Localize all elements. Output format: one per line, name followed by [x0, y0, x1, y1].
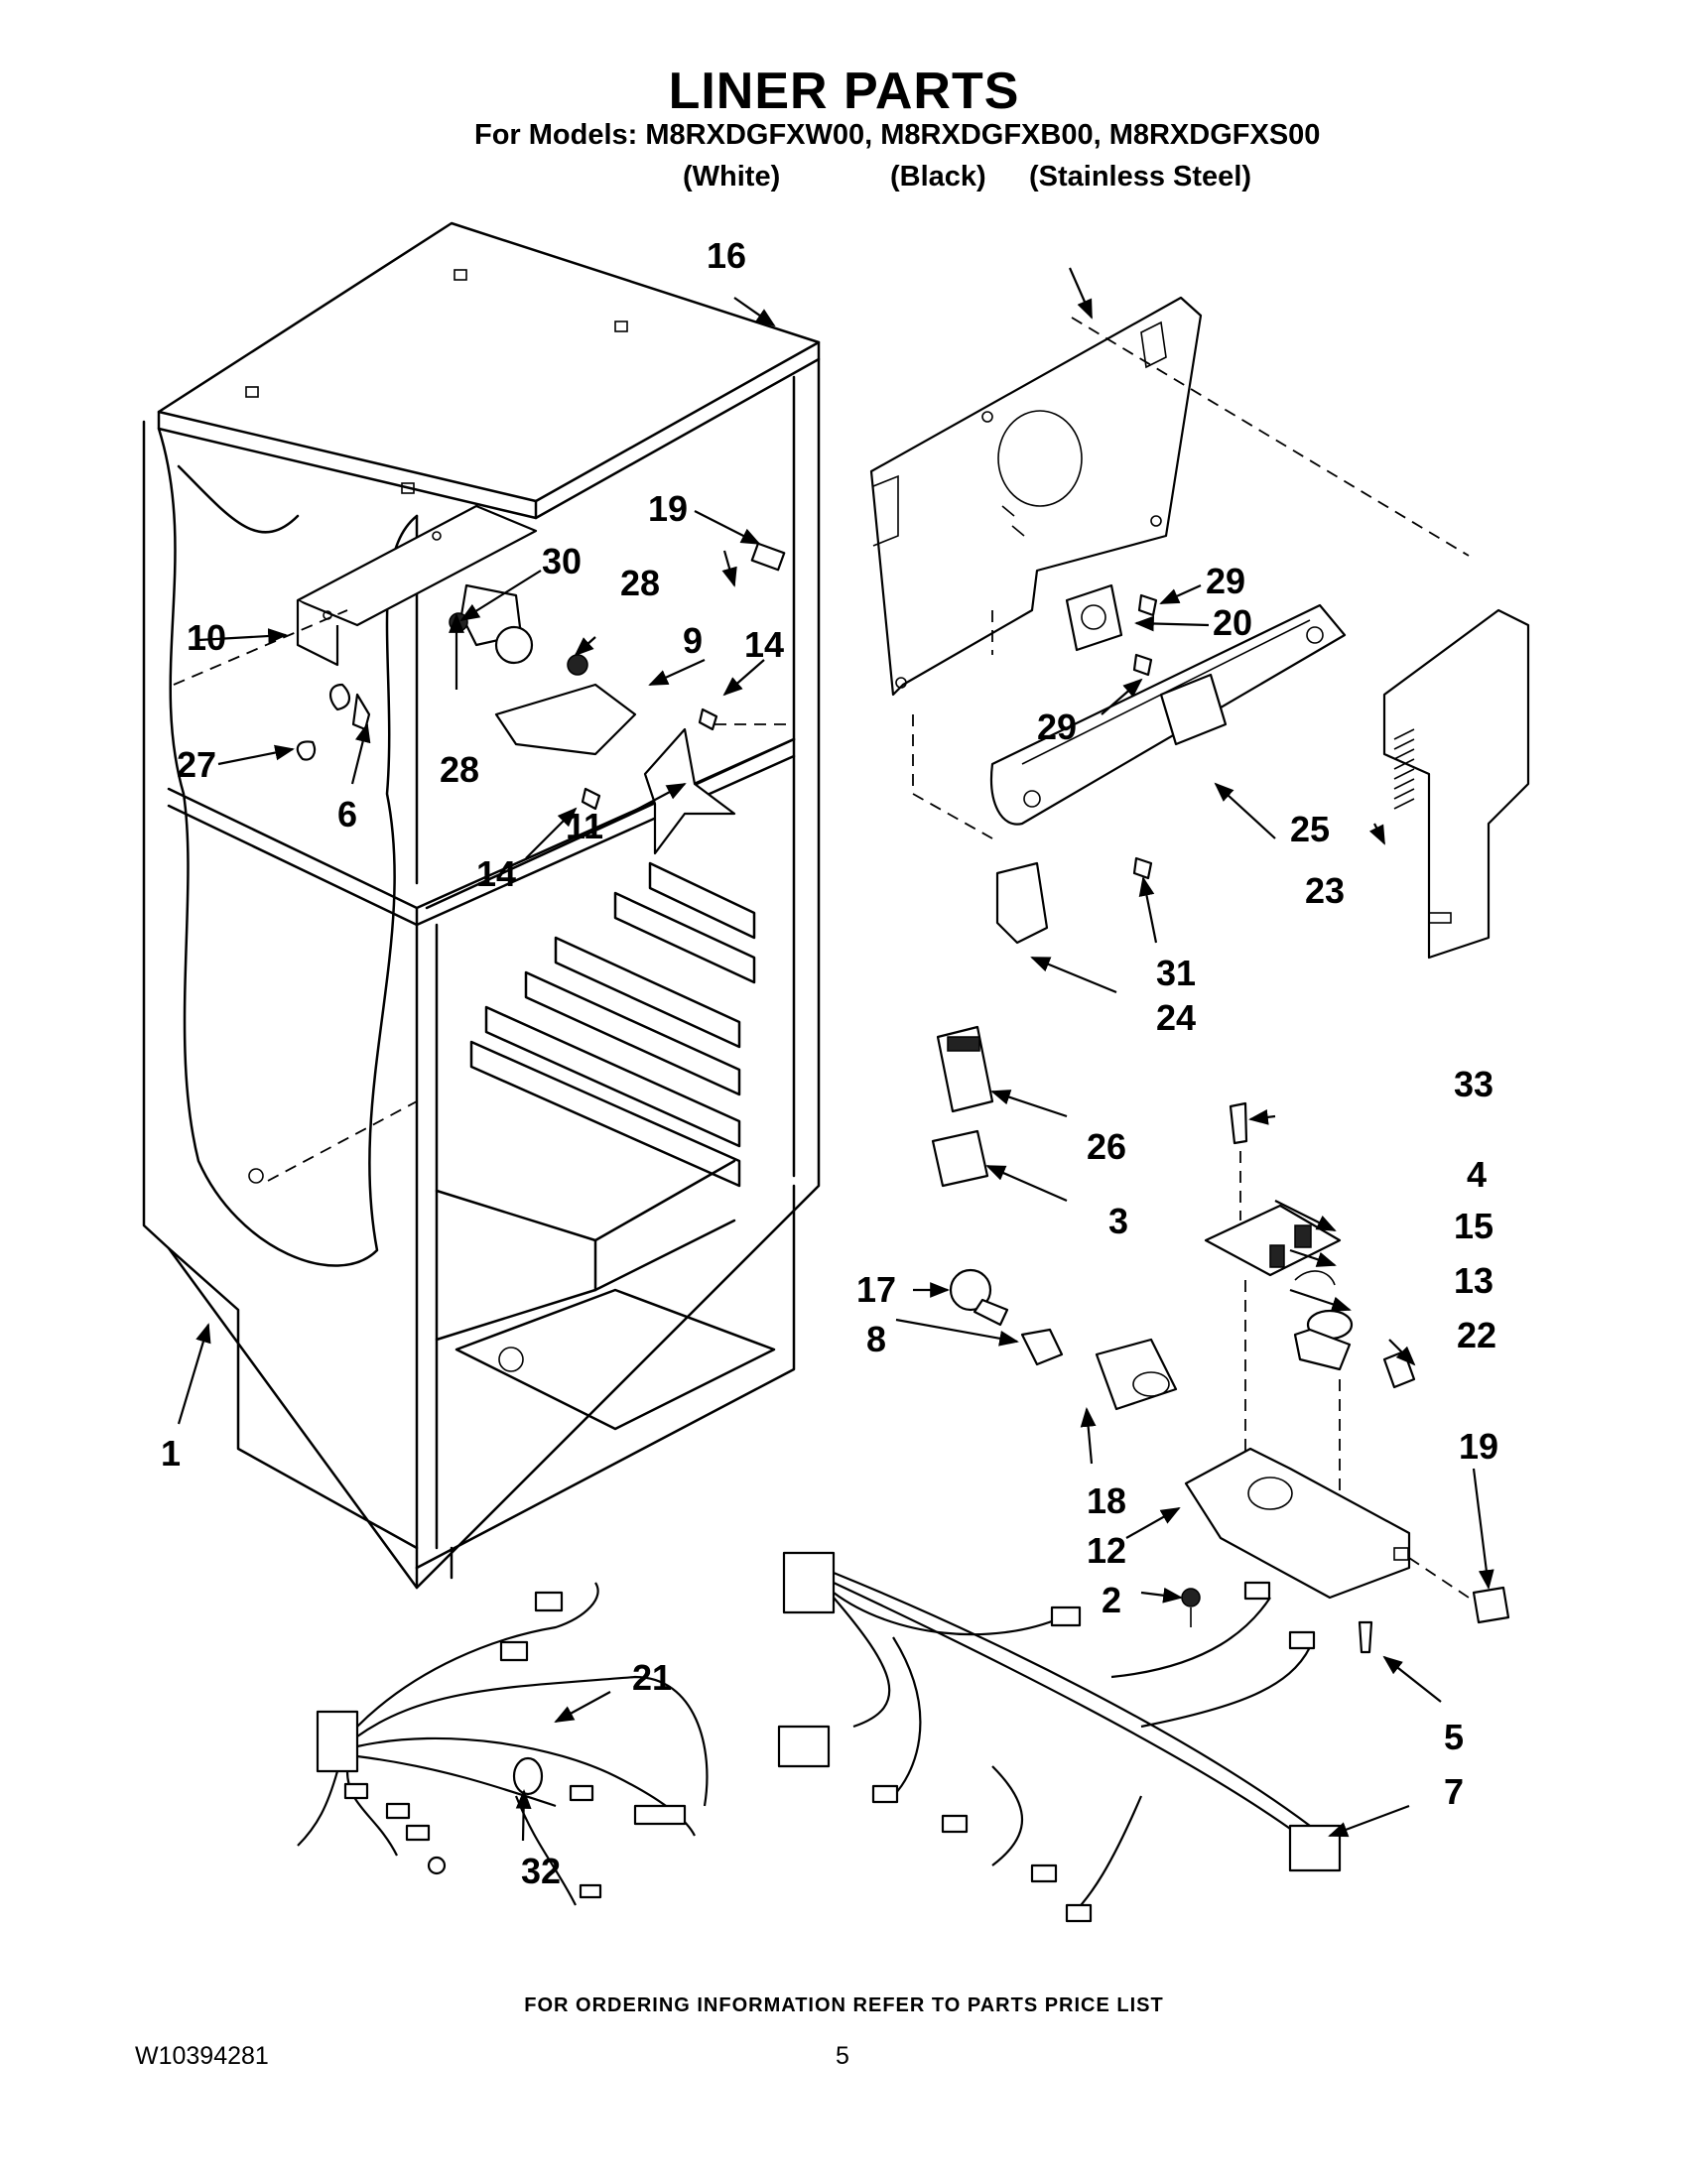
callout-19-right: 19 [1459, 1426, 1498, 1467]
ordering-note: FOR ORDERING INFORMATION REFER TO PARTS … [524, 1994, 1164, 2016]
variant-black: (Black) [890, 161, 986, 193]
callout-13: 13 [1454, 1260, 1493, 1301]
variant-white: (White) [683, 161, 781, 193]
callout-24: 24 [1156, 997, 1196, 1038]
leader-lines [177, 267, 1494, 1842]
callout-21: 21 [632, 1657, 672, 1698]
callout-32: 32 [521, 1851, 561, 1891]
callout-9: 9 [683, 620, 703, 661]
control-board-assembly [1184, 1101, 1510, 1624]
callout-29-bottom: 29 [1037, 707, 1077, 747]
variant-stainless: (Stainless Steel) [1029, 161, 1252, 193]
callout-28-top: 28 [620, 563, 660, 603]
callout-22: 22 [1457, 1315, 1496, 1355]
callout-27: 27 [177, 744, 216, 785]
callout-18: 18 [1087, 1480, 1126, 1521]
callout-31: 31 [1156, 953, 1196, 993]
callout-3: 3 [1108, 1201, 1128, 1241]
callout-7: 7 [1444, 1771, 1464, 1812]
callout-15: 15 [1454, 1206, 1493, 1246]
callout-23: 23 [1305, 870, 1345, 911]
callout-20: 20 [1213, 602, 1252, 643]
callout-2: 2 [1102, 1580, 1121, 1620]
evaporator-fan-assembly [173, 504, 794, 855]
small-components [931, 861, 1049, 1188]
callout-17: 17 [856, 1269, 896, 1310]
callout-25: 25 [1290, 809, 1330, 849]
callout-14-bottom: 14 [476, 853, 516, 894]
document-number: W10394281 [135, 2042, 269, 2070]
bracket-and-screws [1065, 583, 1158, 677]
callout-8: 8 [866, 1319, 886, 1359]
wire-harness-left [297, 1582, 709, 1906]
page-number: 5 [836, 2042, 849, 2070]
wire-harness-right [777, 1551, 1342, 1923]
callout-26: 26 [1087, 1126, 1126, 1167]
callout-14-right: 14 [744, 624, 784, 665]
callout-4: 4 [1467, 1154, 1487, 1195]
evaporator-cover-panel [869, 296, 1470, 839]
callout-10: 10 [187, 617, 226, 658]
lamp-and-socket [949, 1268, 1178, 1411]
callout-30: 30 [542, 541, 582, 581]
air-duct-cover [989, 603, 1347, 880]
screws [1181, 1588, 1373, 1654]
callout-numbers: 16 19 10 30 28 9 14 27 6 28 11 14 29 20 … [161, 235, 1498, 1891]
shelf-rails [469, 861, 756, 1188]
models-line: For Models: M8RXDGFXW00, M8RXDGFXB00, M8… [474, 119, 1321, 151]
callout-6: 6 [337, 794, 357, 835]
callout-19: 19 [648, 488, 688, 529]
callout-29-top: 29 [1206, 561, 1245, 601]
control-housing-cover [1382, 608, 1530, 960]
callout-11: 11 [566, 806, 603, 846]
callout-16: 16 [707, 235, 746, 276]
callout-12: 12 [1087, 1530, 1126, 1571]
callout-28-bottom: 28 [440, 749, 479, 790]
callout-33: 33 [1454, 1064, 1493, 1104]
callout-1: 1 [161, 1433, 181, 1474]
page-title: LINER PARTS [668, 63, 1020, 120]
liner-cabinet [142, 221, 821, 1590]
callout-5: 5 [1444, 1717, 1464, 1757]
